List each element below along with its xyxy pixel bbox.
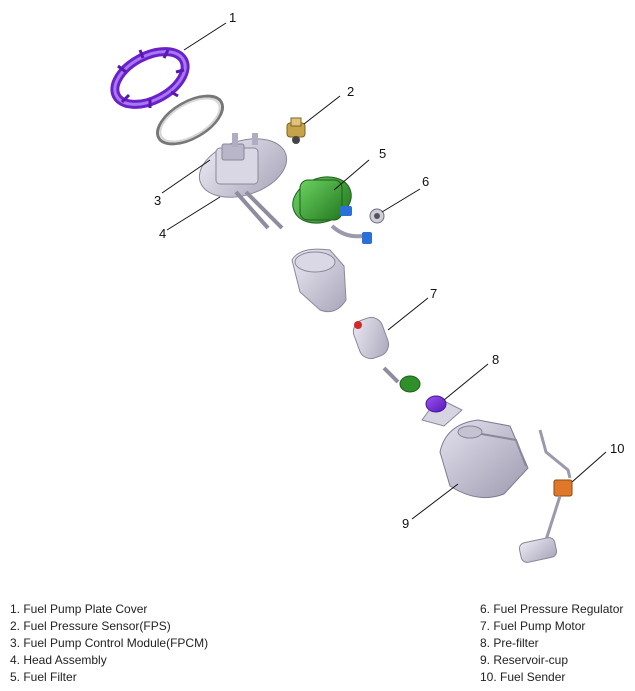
legend-item: 5. Fuel Filter bbox=[10, 670, 77, 684]
fuel-filter-part bbox=[292, 176, 372, 244]
callout-4: 4 bbox=[159, 226, 166, 241]
callout-1: 1 bbox=[229, 10, 236, 25]
callout-labels: 1 2 3 4 5 6 7 8 9 10 bbox=[154, 10, 624, 531]
legend-item: 3. Fuel Pump Control Module(FPCM) bbox=[10, 636, 209, 650]
callout-3: 3 bbox=[154, 193, 161, 208]
reservoir-cup-part bbox=[439, 419, 529, 499]
legend-item: 9. Reservoir-cup bbox=[480, 653, 569, 667]
legend-left: 1. Fuel Pump Plate Cover 2. Fuel Pressur… bbox=[10, 601, 208, 686]
plate-cover-part bbox=[110, 47, 190, 109]
callout-8: 8 bbox=[492, 352, 499, 367]
legend-item: 7. Fuel Pump Motor bbox=[480, 619, 586, 633]
legend-item: 6. Fuel Pressure Regulator bbox=[480, 602, 624, 616]
gasket-ring-part bbox=[156, 94, 224, 146]
callout-7: 7 bbox=[430, 286, 437, 301]
legend-right: 6. Fuel Pressure Regulator 7. Fuel Pump … bbox=[480, 601, 623, 686]
head-assembly-part bbox=[198, 133, 288, 230]
callout-6: 6 bbox=[422, 174, 429, 189]
legend-item: 4. Head Assembly bbox=[10, 653, 107, 667]
fuel-pressure-regulator-part bbox=[369, 208, 385, 224]
legend-item: 1. Fuel Pump Plate Cover bbox=[10, 602, 148, 616]
pump-bracket-part bbox=[291, 248, 347, 313]
fuel-pump-motor-part bbox=[352, 316, 400, 384]
legend-item: 8. Pre-filter bbox=[480, 636, 539, 650]
callout-9: 9 bbox=[402, 516, 409, 531]
fuel-pressure-sensor-part bbox=[286, 117, 306, 144]
pre-filter-part bbox=[399, 375, 463, 427]
leader-lines bbox=[161, 22, 607, 520]
fuel-sender-part bbox=[518, 429, 573, 563]
legend-item: 2. Fuel Pressure Sensor(FPS) bbox=[10, 619, 171, 633]
legend-item: 10. Fuel Sender bbox=[480, 670, 566, 684]
callout-10: 10 bbox=[610, 441, 624, 456]
callout-2: 2 bbox=[347, 84, 354, 99]
fuel-pump-exploded-diagram: 1 2 3 4 5 6 7 8 9 10 bbox=[110, 10, 624, 563]
callout-5: 5 bbox=[379, 146, 386, 161]
